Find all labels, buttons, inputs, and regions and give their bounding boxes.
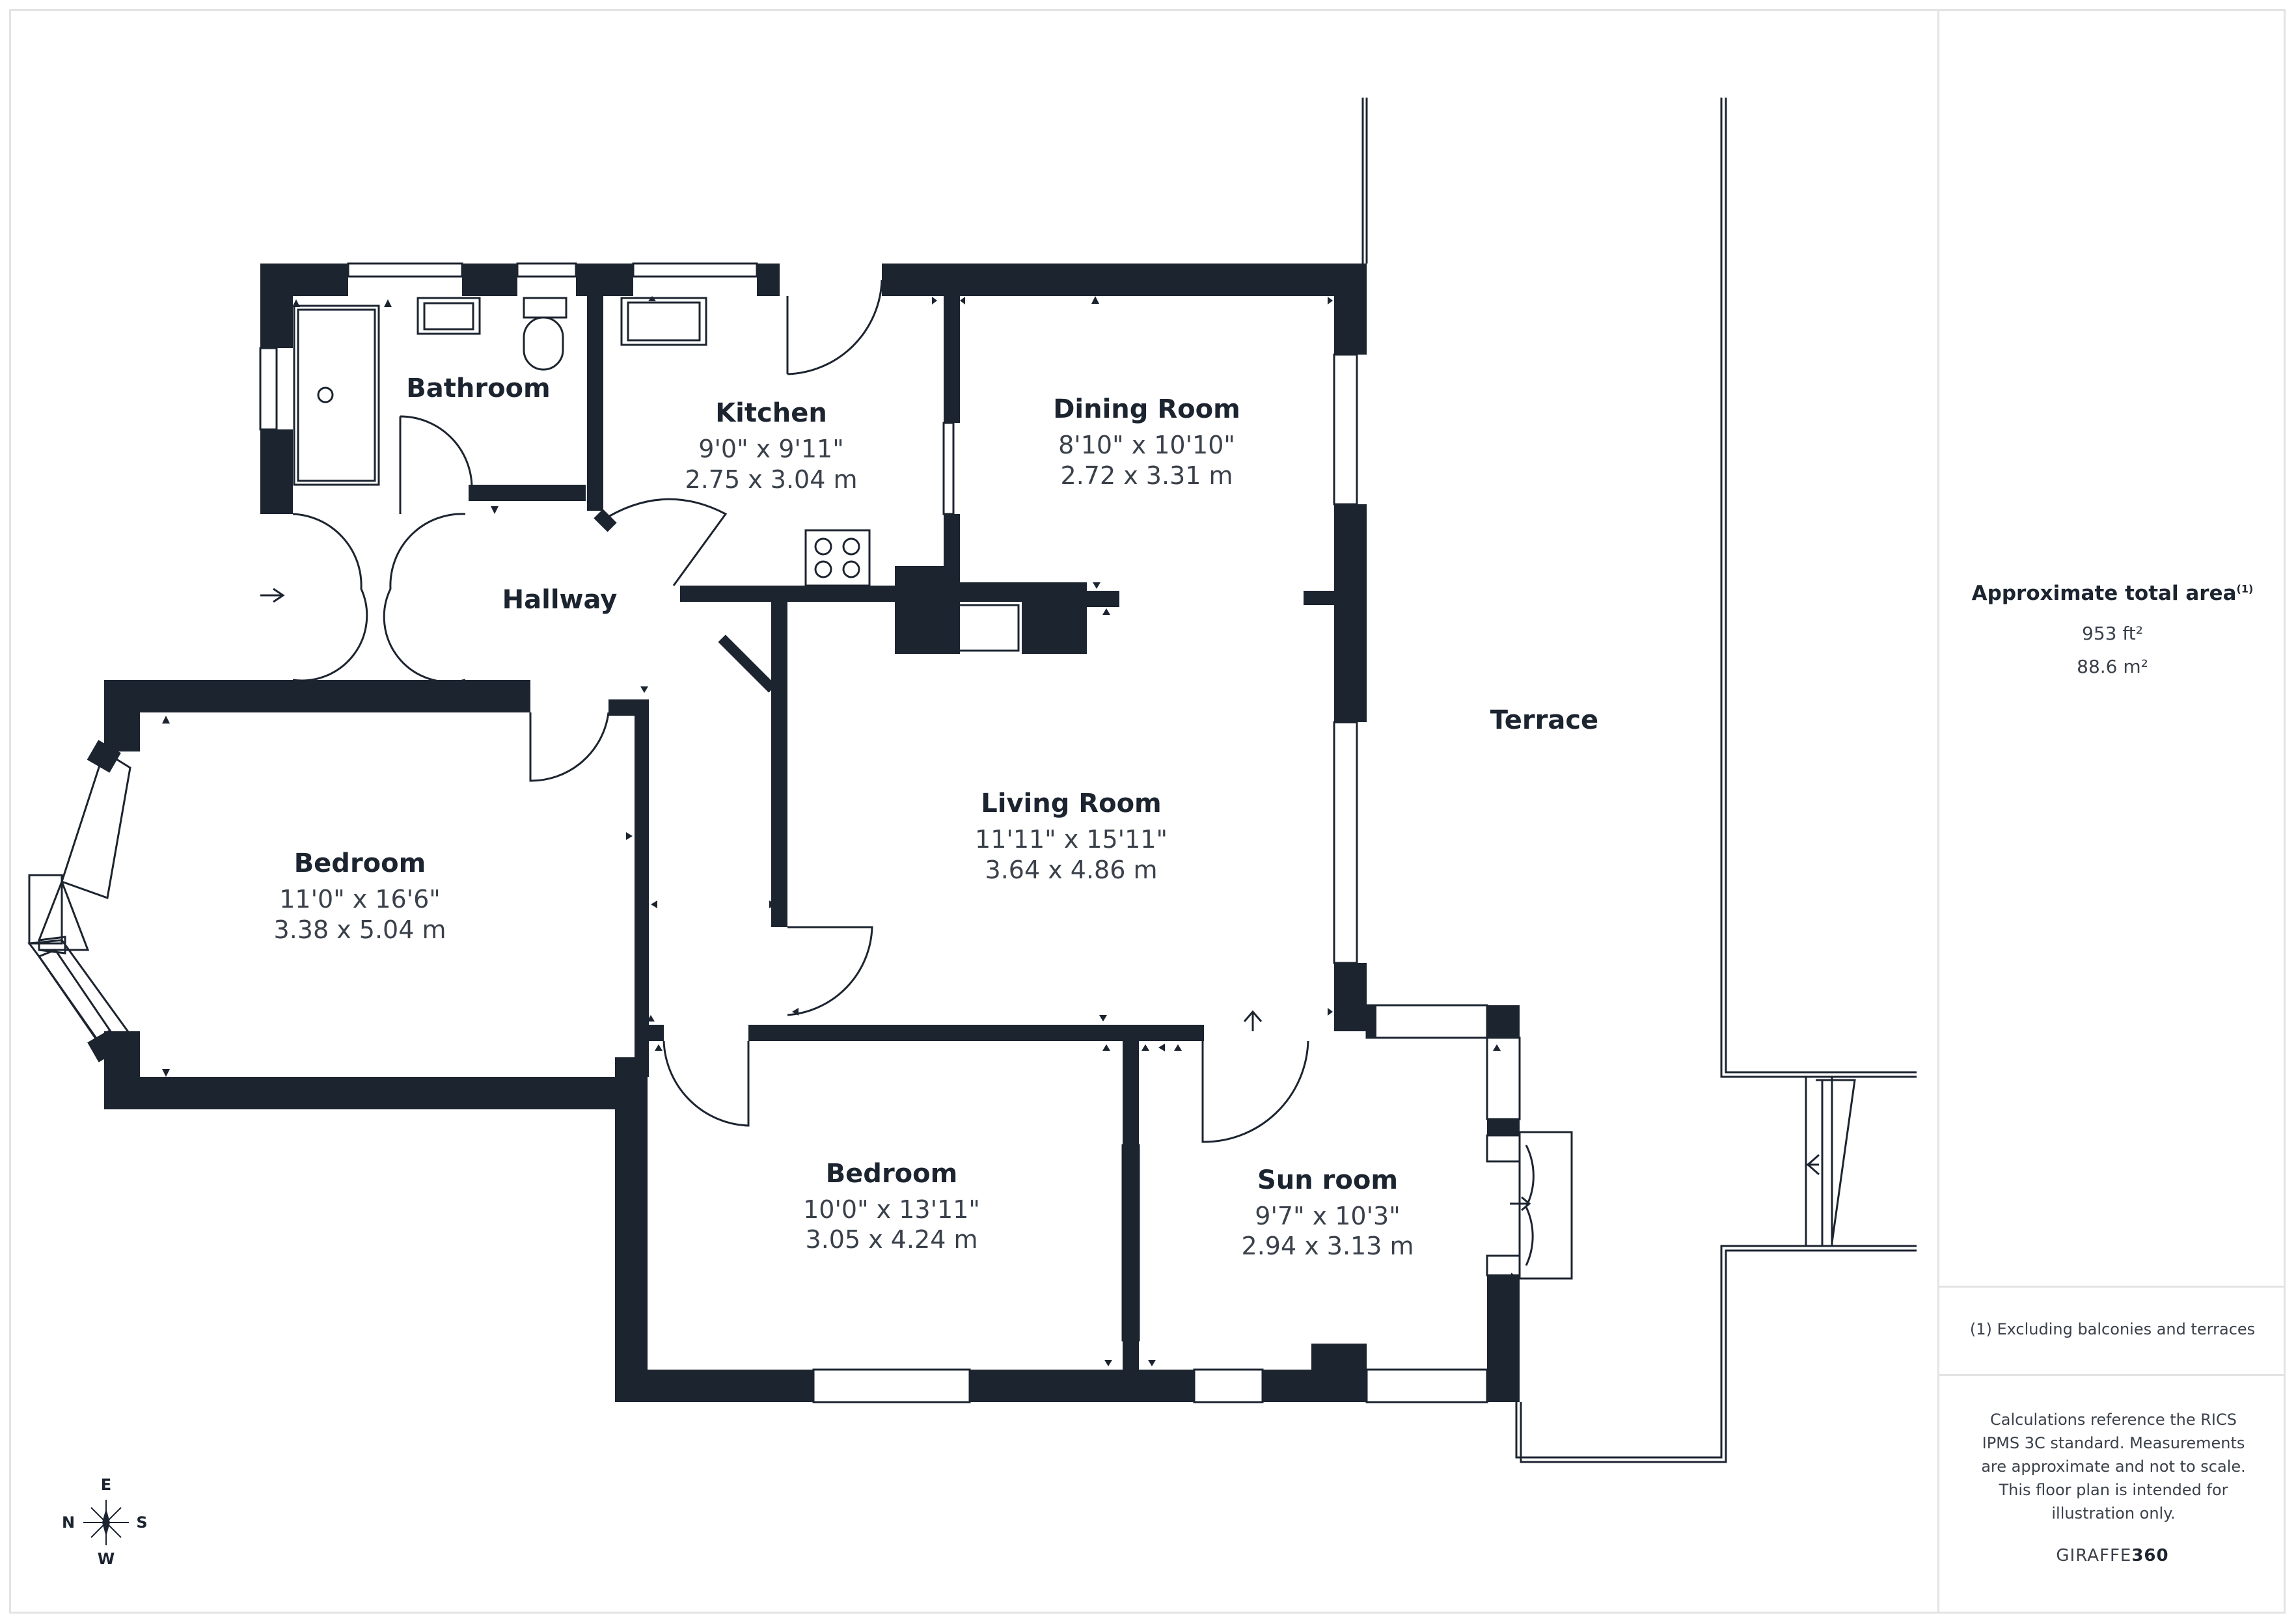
dining-room-name: Dining Room (1053, 394, 1240, 424)
brand-logo-text: GIRAFFE (2056, 1546, 2132, 1565)
bedroom-1-name: Bedroom (294, 848, 426, 878)
kitchen-dimensions-imperial: 9'0" x 9'11" (698, 435, 843, 463)
panel-divider (1939, 1286, 2286, 1288)
terrace-name: Terrace (1490, 705, 1598, 735)
living-room-dimensions-metric: 3.64 x 4.86 m (985, 856, 1158, 884)
disclaimer: Calculations reference the RICS IPMS 3C … (1981, 1411, 2246, 1522)
dining-room-dimensions-metric: 2.72 x 3.31 m (1061, 461, 1233, 490)
page-frame (9, 9, 2286, 1614)
living-room-dimensions-imperial: 11'11" x 15'11" (975, 825, 1168, 854)
walls (87, 264, 1520, 1402)
bedroom-1-dimensions-imperial: 11'0" x 16'6" (279, 885, 441, 914)
bedroom-2-dimensions-metric: 3.05 x 4.24 m (806, 1225, 978, 1254)
windows (27, 262, 1573, 1403)
doors (260, 279, 1535, 1266)
floor-plan: Bathroom Kitchen 9'0" x 9'11" 2.75 x 3.0… (27, 98, 1917, 1568)
bedroom-1-dimensions-metric: 3.38 x 5.04 m (274, 915, 446, 944)
footnote: (1) Excluding balconies and terraces (1969, 1320, 2256, 1338)
area-title: Approximate total area(1) (1939, 582, 2286, 605)
sun-room-dimensions-imperial: 9'7" x 10'3" (1255, 1202, 1400, 1230)
bedroom-2-dimensions-imperial: 10'0" x 13'11" (803, 1195, 980, 1224)
bathroom-name: Bathroom (406, 373, 550, 403)
compass-east: E (101, 1476, 111, 1494)
bedroom-2-name: Bedroom (826, 1159, 958, 1189)
area-metric: 88.6 m² (2077, 656, 2148, 677)
area-title-text: Approximate total area (1971, 582, 2237, 605)
compass-south: S (136, 1513, 147, 1532)
compass-rose: E N S W (62, 1476, 148, 1568)
panel-divider (1939, 1374, 2286, 1376)
area-imperial: 953 ft² (2082, 623, 2143, 644)
terrace-outline (1361, 98, 1917, 1463)
bathroom-sink (417, 297, 481, 335)
kitchen-sink (620, 297, 707, 346)
dining-room-dimensions-imperial: 8'10" x 10'10" (1058, 431, 1235, 459)
fixtures (293, 297, 1020, 652)
bathtub (293, 304, 380, 486)
fireplace-hearth (952, 604, 1020, 652)
dimension-markers (162, 296, 1516, 1366)
sun-room-name: Sun room (1257, 1165, 1398, 1195)
compass-west: W (98, 1550, 115, 1568)
toilet-bowl (523, 316, 564, 371)
kitchen-dimensions-metric: 2.75 x 3.04 m (685, 465, 858, 494)
toilet-cistern (523, 297, 567, 319)
hallway-name: Hallway (502, 585, 618, 615)
room-labels: Bathroom Kitchen 9'0" x 9'11" 2.75 x 3.0… (274, 373, 1599, 1260)
brand-logo-number: 360 (2131, 1546, 2169, 1565)
info-panel: Approximate total area(1) 953 ft² 88.6 m… (1937, 9, 2286, 1614)
sun-room-dimensions-metric: 2.94 x 3.13 m (1242, 1232, 1414, 1260)
hob (804, 529, 871, 587)
compass-needle-icon (102, 1508, 110, 1537)
area-title-footnote-mark: (1) (2236, 582, 2254, 595)
compass-north: N (62, 1513, 75, 1532)
living-room-name: Living Room (981, 789, 1161, 819)
kitchen-name: Kitchen (715, 398, 827, 428)
brand-logo: GIRAFFE360 (1939, 1546, 2286, 1565)
